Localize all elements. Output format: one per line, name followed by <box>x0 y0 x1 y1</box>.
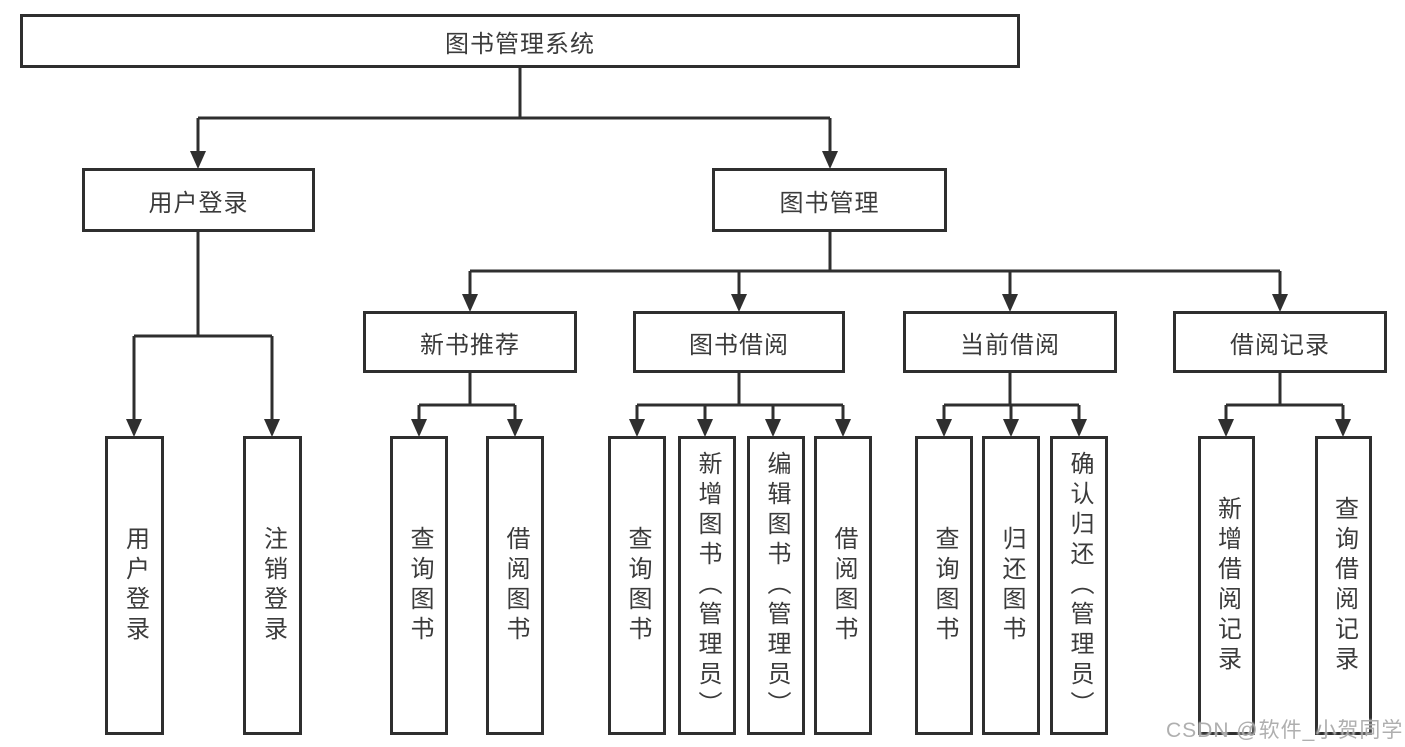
node-book-management-label: 图书管理 <box>779 189 880 217</box>
node-borrowing-records: 借阅记录 <box>1173 311 1387 373</box>
leaf-current-query-books-label: 查询图书 <box>931 525 958 646</box>
leaf-return-books: 归还图书 <box>982 436 1040 735</box>
leaf-recommend-borrow-books-label: 借阅图书 <box>502 525 529 646</box>
leaf-add-borrow-record-label: 新增借阅记录 <box>1213 495 1241 676</box>
node-book-borrowing: 图书借阅 <box>633 311 845 373</box>
leaf-user-login-label: 用户登录 <box>121 525 149 646</box>
node-new-book-recommend-label: 新书推荐 <box>420 331 520 359</box>
leaf-user-login: 用户登录 <box>105 436 164 735</box>
node-new-book-recommend: 新书推荐 <box>363 311 577 373</box>
leaf-return-books-label: 归还图书 <box>998 525 1025 646</box>
leaf-confirm-return-admin: 确认归还（管理员） <box>1050 436 1108 735</box>
node-borrowing-records-label: 借阅记录 <box>1230 331 1330 359</box>
csdn-watermark: CSDN @软件_小贺同学 <box>1166 719 1404 742</box>
leaf-add-books-admin: 新增图书（管理员） <box>678 436 736 735</box>
leaf-query-borrow-record-label: 查询借阅记录 <box>1330 495 1358 676</box>
leaf-edit-books-admin: 编辑图书（管理员） <box>747 436 805 735</box>
leaf-confirm-return-admin-label: 确认归还（管理员） <box>1066 450 1093 721</box>
node-current-borrowing: 当前借阅 <box>903 311 1117 373</box>
node-book-borrowing-label: 图书借阅 <box>689 331 789 359</box>
leaf-borrowing-query-books-label: 查询图书 <box>624 525 651 646</box>
leaf-add-borrow-record: 新增借阅记录 <box>1198 436 1255 735</box>
leaf-recommend-query-books: 查询图书 <box>390 436 448 735</box>
leaf-add-books-admin-label: 新增图书（管理员） <box>694 450 721 721</box>
node-book-management: 图书管理 <box>712 168 947 232</box>
node-current-borrowing-label: 当前借阅 <box>960 331 1060 359</box>
leaf-recommend-query-books-label: 查询图书 <box>406 525 433 646</box>
node-root: 图书管理系统 <box>20 14 1020 68</box>
leaf-query-borrow-record: 查询借阅记录 <box>1315 436 1372 735</box>
leaf-current-query-books: 查询图书 <box>915 436 973 735</box>
leaf-borrowing-borrow-books-label: 借阅图书 <box>830 525 857 646</box>
leaf-recommend-borrow-books: 借阅图书 <box>486 436 544 735</box>
leaf-borrowing-borrow-books: 借阅图书 <box>814 436 872 735</box>
leaf-edit-books-admin-label: 编辑图书（管理员） <box>763 450 790 721</box>
leaf-logout-label: 注销登录 <box>259 525 287 646</box>
node-user-login-label: 用户登录 <box>148 189 249 217</box>
leaf-borrowing-query-books: 查询图书 <box>608 436 666 735</box>
leaf-logout: 注销登录 <box>243 436 302 735</box>
node-root-label: 图书管理系统 <box>445 30 595 58</box>
node-user-login: 用户登录 <box>82 168 315 232</box>
